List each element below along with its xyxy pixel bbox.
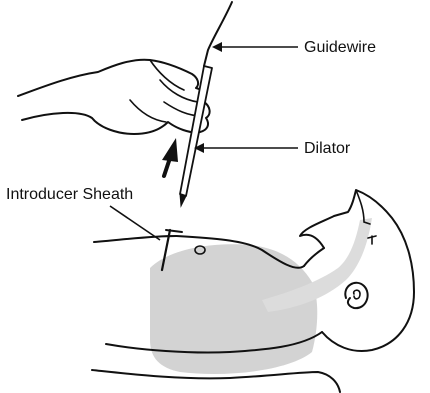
introducer-sheath-hub — [166, 230, 182, 232]
leader-guidewire-arrowhead — [212, 42, 222, 52]
ear — [345, 283, 367, 308]
guidewire-device — [204, 2, 232, 66]
leader-introducer-sheath — [110, 206, 160, 240]
ear-inner — [354, 290, 360, 299]
head-outline — [300, 190, 414, 351]
insertion-direction-arrow — [162, 138, 178, 176]
chest-shaded-region — [150, 244, 317, 374]
label-guidewire: Guidewire — [304, 40, 376, 56]
dilator-tip — [180, 194, 186, 206]
neck-outline — [304, 248, 324, 266]
label-introducer-sheath: Introducer Sheath — [6, 187, 133, 203]
label-dilator: Dilator — [304, 141, 350, 157]
eye-mark — [368, 236, 376, 244]
